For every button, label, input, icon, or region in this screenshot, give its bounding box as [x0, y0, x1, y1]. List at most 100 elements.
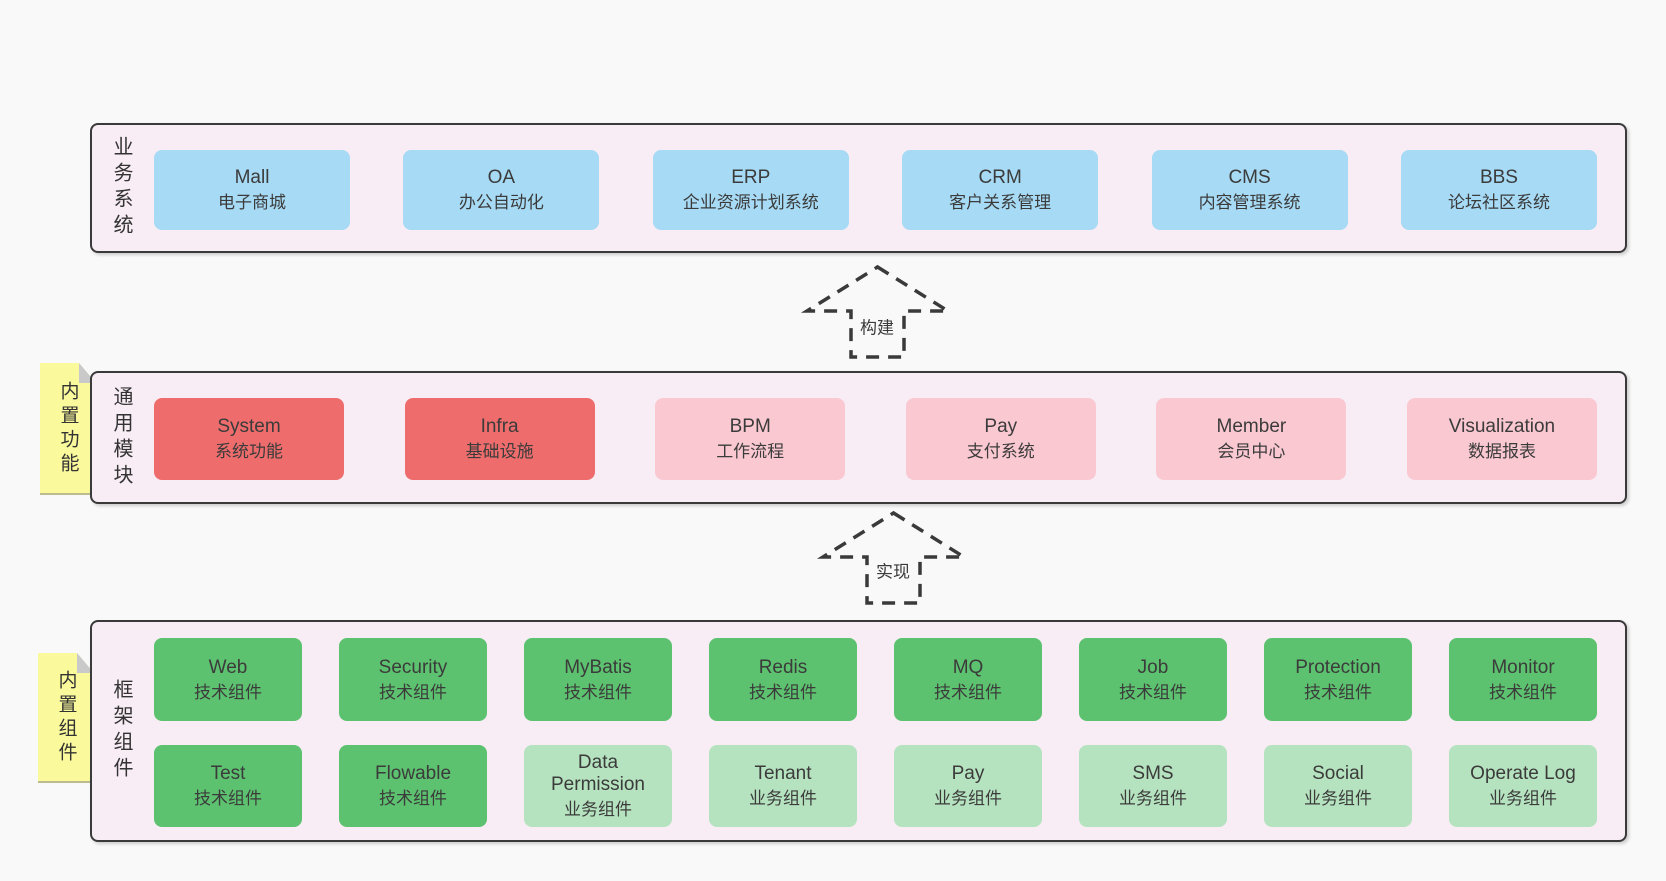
box-title: Visualization [1448, 416, 1556, 438]
box-subtitle: 技术组件 [379, 789, 447, 809]
business-boxes-row: Mall 电子商城 OA 办公自动化 ERP 企业资源计划系统 CRM 客户关系… [154, 150, 1597, 230]
sticky-note-built-in-features: 内置功能 [40, 363, 96, 495]
box-test: Test 技术组件 [154, 745, 302, 827]
box-title: CRM [978, 167, 1022, 189]
box-title: Pay [951, 763, 985, 785]
layer-label-common-modules: 通用模块 [110, 385, 132, 490]
box-subtitle: 会员中心 [1217, 442, 1286, 462]
components-row-2: Test 技术组件 Flowable 技术组件 Data Permission … [154, 745, 1597, 827]
box-title: Test [210, 763, 246, 785]
box-subtitle: 工作流程 [716, 442, 785, 462]
arrow-label-build: 构建 [857, 312, 897, 340]
box-title: Operate Log [1470, 763, 1576, 785]
box-subtitle: 办公自动化 [458, 193, 544, 213]
layer-framework-components: 框架组件 Web 技术组件 Security 技术组件 MyBatis 技术组件… [90, 620, 1627, 842]
layer-common-modules: 通用模块 System 系统功能 Infra 基础设施 BPM 工作流程 Pay… [90, 371, 1627, 504]
box-bbs: BBS 论坛社区系统 [1400, 150, 1597, 230]
box-title: Job [1137, 656, 1169, 678]
box-mall: Mall 电子商城 [154, 150, 350, 230]
box-title: CMS [1228, 167, 1271, 189]
box-operate-log: Operate Log 业务组件 [1449, 745, 1597, 827]
box-subtitle: 客户关系管理 [949, 193, 1052, 213]
box-title: System [217, 416, 281, 438]
box-mybatis: MyBatis 技术组件 [524, 638, 672, 721]
dashed-up-arrow-implement [816, 510, 971, 605]
box-subtitle: 技术组件 [564, 682, 632, 702]
box-subtitle: 技术组件 [749, 682, 817, 702]
box-subtitle: 基础设施 [465, 442, 534, 462]
box-mq: MQ 技术组件 [894, 638, 1042, 721]
box-subtitle: 企业资源计划系统 [682, 193, 819, 213]
box-pay-component: Pay 业务组件 [894, 745, 1042, 827]
dashed-up-arrow-build [800, 264, 955, 359]
box-crm: CRM 客户关系管理 [902, 150, 1099, 230]
box-erp: ERP 企业资源计划系统 [652, 150, 849, 230]
box-subtitle: 论坛社区系统 [1447, 193, 1550, 213]
box-title: Security [378, 656, 448, 678]
box-subtitle: 技术组件 [1119, 682, 1187, 702]
box-title: Web [208, 656, 248, 678]
box-title: BPM [729, 416, 771, 438]
box-subtitle: 支付系统 [966, 442, 1035, 462]
box-subtitle: 业务组件 [1489, 789, 1557, 809]
box-title: Pay [984, 416, 1018, 438]
box-data-permission: Data Permission 业务组件 [524, 745, 672, 827]
folded-corner-icon [77, 653, 94, 673]
box-subtitle: 技术组件 [1489, 682, 1557, 702]
box-title: Infra [480, 416, 519, 438]
box-social: Social 业务组件 [1264, 745, 1412, 827]
box-subtitle: 数据报表 [1467, 442, 1536, 462]
box-pay-system: Pay 支付系统 [905, 398, 1096, 480]
box-title: Flowable [374, 763, 452, 785]
box-title: BBS [1479, 167, 1518, 189]
box-title: ERP [731, 167, 771, 189]
box-title: MyBatis [564, 656, 632, 678]
box-security: Security 技术组件 [339, 638, 487, 721]
box-infra: Infra 基础设施 [404, 398, 595, 480]
box-visualization: Visualization 数据报表 [1406, 398, 1597, 480]
box-subtitle: 技术组件 [1304, 682, 1372, 702]
box-cms: CMS 内容管理系统 [1151, 150, 1348, 230]
box-redis: Redis 技术组件 [709, 638, 857, 721]
box-title: Data Permission [551, 752, 645, 796]
box-subtitle: 内容管理系统 [1198, 193, 1301, 213]
box-title: Protection [1295, 656, 1381, 678]
sticky-label: 内置组件 [55, 670, 77, 766]
sticky-note-shape [40, 363, 96, 495]
layer-label-framework-components: 框架组件 [110, 679, 132, 783]
box-title: Social [1312, 763, 1364, 785]
box-title: SMS [1132, 763, 1174, 785]
layer-label-business-systems: 业务系统 [110, 136, 132, 240]
box-subtitle: 电子商城 [218, 193, 286, 213]
box-protection: Protection 技术组件 [1264, 638, 1412, 721]
box-subtitle: 业务组件 [1304, 789, 1372, 809]
box-title: Tenant [754, 763, 812, 785]
box-subtitle: 技术组件 [194, 789, 262, 809]
box-oa: OA 办公自动化 [403, 150, 600, 230]
sticky-label: 内置功能 [57, 381, 79, 477]
box-title: Mall [234, 167, 270, 189]
box-monitor: Monitor 技术组件 [1449, 638, 1597, 721]
box-subtitle: 业务组件 [1119, 789, 1187, 809]
box-title: Monitor [1491, 656, 1555, 678]
sticky-note-shape [38, 653, 94, 783]
box-subtitle: 业务组件 [934, 789, 1002, 809]
box-member: Member 会员中心 [1156, 398, 1347, 480]
box-subtitle: 业务组件 [564, 800, 632, 819]
box-flowable: Flowable 技术组件 [339, 745, 487, 827]
box-subtitle: 技术组件 [194, 682, 262, 702]
box-title: MQ [952, 656, 984, 678]
box-tenant: Tenant 业务组件 [709, 745, 857, 827]
box-subtitle: 业务组件 [749, 789, 817, 809]
arrow-label-implement: 实现 [873, 556, 913, 584]
box-web: Web 技术组件 [154, 638, 302, 721]
box-title: Redis [758, 656, 808, 678]
box-job: Job 技术组件 [1079, 638, 1227, 721]
box-subtitle: 技术组件 [934, 682, 1002, 702]
box-title: OA [487, 167, 516, 189]
box-system: System 系统功能 [154, 398, 344, 480]
box-title: Member [1216, 416, 1287, 438]
components-row-1: Web 技术组件 Security 技术组件 MyBatis 技术组件 Redi… [154, 638, 1597, 721]
sticky-note-built-in-components: 内置组件 [38, 653, 94, 783]
